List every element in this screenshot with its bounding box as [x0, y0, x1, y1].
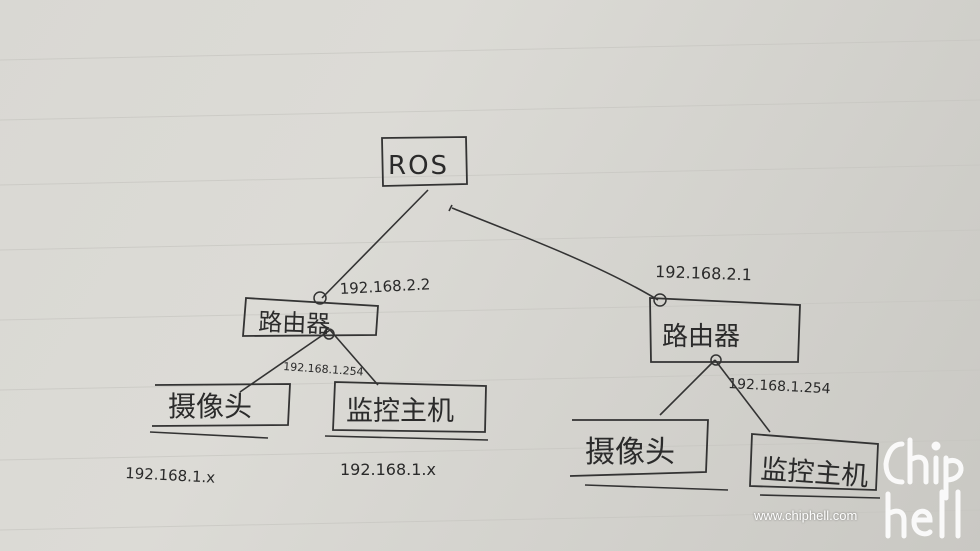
watermark-url: www.chiphell.com [754, 508, 858, 523]
chiphell-logo [883, 437, 964, 539]
left-lan-ip: 192.168.1.254 [283, 360, 364, 379]
left-camera-label: 摄像头 [168, 390, 252, 423]
left-uplink-ip: 192.168.2.2 [339, 275, 430, 298]
right-uplink-port-icon [653, 293, 667, 307]
link-left-router-monitor [329, 329, 379, 386]
link-left-router-camera [239, 329, 331, 393]
right-router-label: 路由器 [662, 322, 740, 352]
left-uplink-port-icon [313, 291, 327, 305]
node-boxes [151, 136, 879, 491]
right-camera-box [569, 419, 709, 477]
link-right-router-monitor [714, 359, 771, 433]
left-monitor-label: 监控主机 [346, 396, 454, 427]
left-camera-box [151, 383, 291, 427]
right-monitor-label: 监控主机 [760, 454, 870, 492]
link-ros-right-router [451, 207, 659, 301]
right-camera-label: 摄像头 [585, 435, 675, 470]
left-camera-ip: 192.168.1.x [125, 464, 216, 487]
right-lan-ip: 192.168.1.254 [728, 376, 831, 397]
left-monitor-box [332, 381, 487, 433]
left-lan-port-icon [323, 328, 335, 340]
right-router-box [649, 297, 801, 363]
left-monitor-ip: 192.168.1.x [340, 460, 436, 479]
connection-lines [239, 189, 771, 433]
ros-label: ROS [388, 151, 449, 181]
right-uplink-ip: 192.168.2.1 [655, 262, 752, 284]
link-ros-left-router [321, 189, 429, 299]
port-circles [313, 291, 722, 366]
right-monitor-box [749, 433, 879, 491]
paper-lines [0, 39, 980, 531]
right-lan-port-icon [710, 354, 722, 366]
left-router-label: 路由器 [258, 308, 331, 338]
underlines [149, 431, 881, 499]
link-right-router-camera [659, 359, 716, 416]
left-router-box [242, 297, 379, 337]
ros-box [381, 136, 468, 187]
